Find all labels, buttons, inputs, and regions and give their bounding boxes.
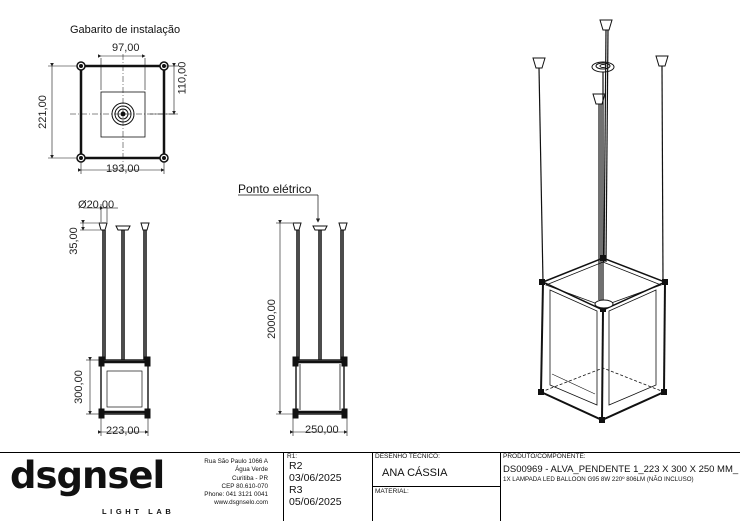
address-line: Curitiba - PR	[231, 474, 268, 482]
dim-top-inner: 97,00	[112, 42, 140, 54]
dim-top-right-side: 110,00	[176, 61, 189, 95]
front-view-cables	[102, 230, 147, 360]
product-note: 1X LAMPADA LED BALLOON G95 8W 220º 806LM…	[503, 476, 694, 483]
address-line: Phone: 041 3121 0041	[204, 491, 268, 499]
electrical-point-label: Ponto elétrico	[238, 182, 312, 196]
dim-width-side: 250,00	[305, 424, 339, 436]
top-view	[48, 54, 178, 174]
address-line: Água Verde	[235, 466, 268, 474]
iso-canopies	[532, 19, 669, 105]
dim-overall-height: 2000,00	[265, 299, 278, 339]
technical-drawing	[48, 19, 669, 436]
material-label: MATERIAL:	[375, 488, 409, 495]
company-address: Rua São Paulo 1066 A Água Verde Curitiba…	[186, 458, 268, 508]
dim-body-height-front: 300,00	[72, 370, 85, 404]
front-view-body	[98, 356, 151, 419]
revision-list: R2 03/06/2025 R3 05/06/2025	[289, 460, 342, 508]
tech-drawing-value: ANA CÁSSIA	[382, 467, 448, 479]
isometric-view	[532, 19, 669, 423]
front-view	[80, 204, 151, 436]
side-view-canopies	[292, 222, 348, 231]
revision-label: R1:	[287, 453, 298, 460]
brand-logo: dsgnsel	[10, 454, 165, 497]
side-view-body	[292, 356, 348, 419]
revision-code: R2	[289, 460, 303, 472]
title-block: dsgnsel LIGHT LAB Rua São Paulo 1066 A Á…	[0, 452, 740, 521]
tech-drawing-label: DESENHO TÉCNICO:	[375, 453, 440, 460]
dim-top-bottom: 193,00	[106, 163, 140, 175]
revision-date: 03/06/2025	[289, 472, 342, 484]
iso-body	[538, 255, 668, 423]
revision-code: R3	[289, 484, 303, 496]
dim-width-front: 223,00	[106, 425, 140, 437]
dim-canopy-height: 35,00	[67, 227, 80, 255]
address-line: www.dsgnselo.com	[214, 499, 268, 507]
side-view-cables	[296, 230, 344, 360]
dim-diameter-value: 20,00	[86, 199, 115, 211]
dim-top-left-side: 221,00	[36, 95, 49, 129]
dim-diameter: Ø20,00	[78, 199, 115, 211]
address-line: CEP 80.610-070	[221, 482, 268, 490]
address-line: Rua São Paulo 1066 A	[204, 458, 268, 465]
revision-date: 05/06/2025	[289, 496, 342, 508]
product-value: DS00969 - ALVA_PENDENTE 1_223 X 300 X 25…	[503, 464, 739, 475]
product-label: PRODUTO/COMPONENTE:	[503, 453, 586, 460]
brand-tagline: LIGHT LAB	[102, 507, 175, 516]
side-view	[238, 194, 348, 436]
front-view-canopies	[98, 222, 150, 231]
top-view-title: Gabarito de instalação	[70, 24, 181, 36]
